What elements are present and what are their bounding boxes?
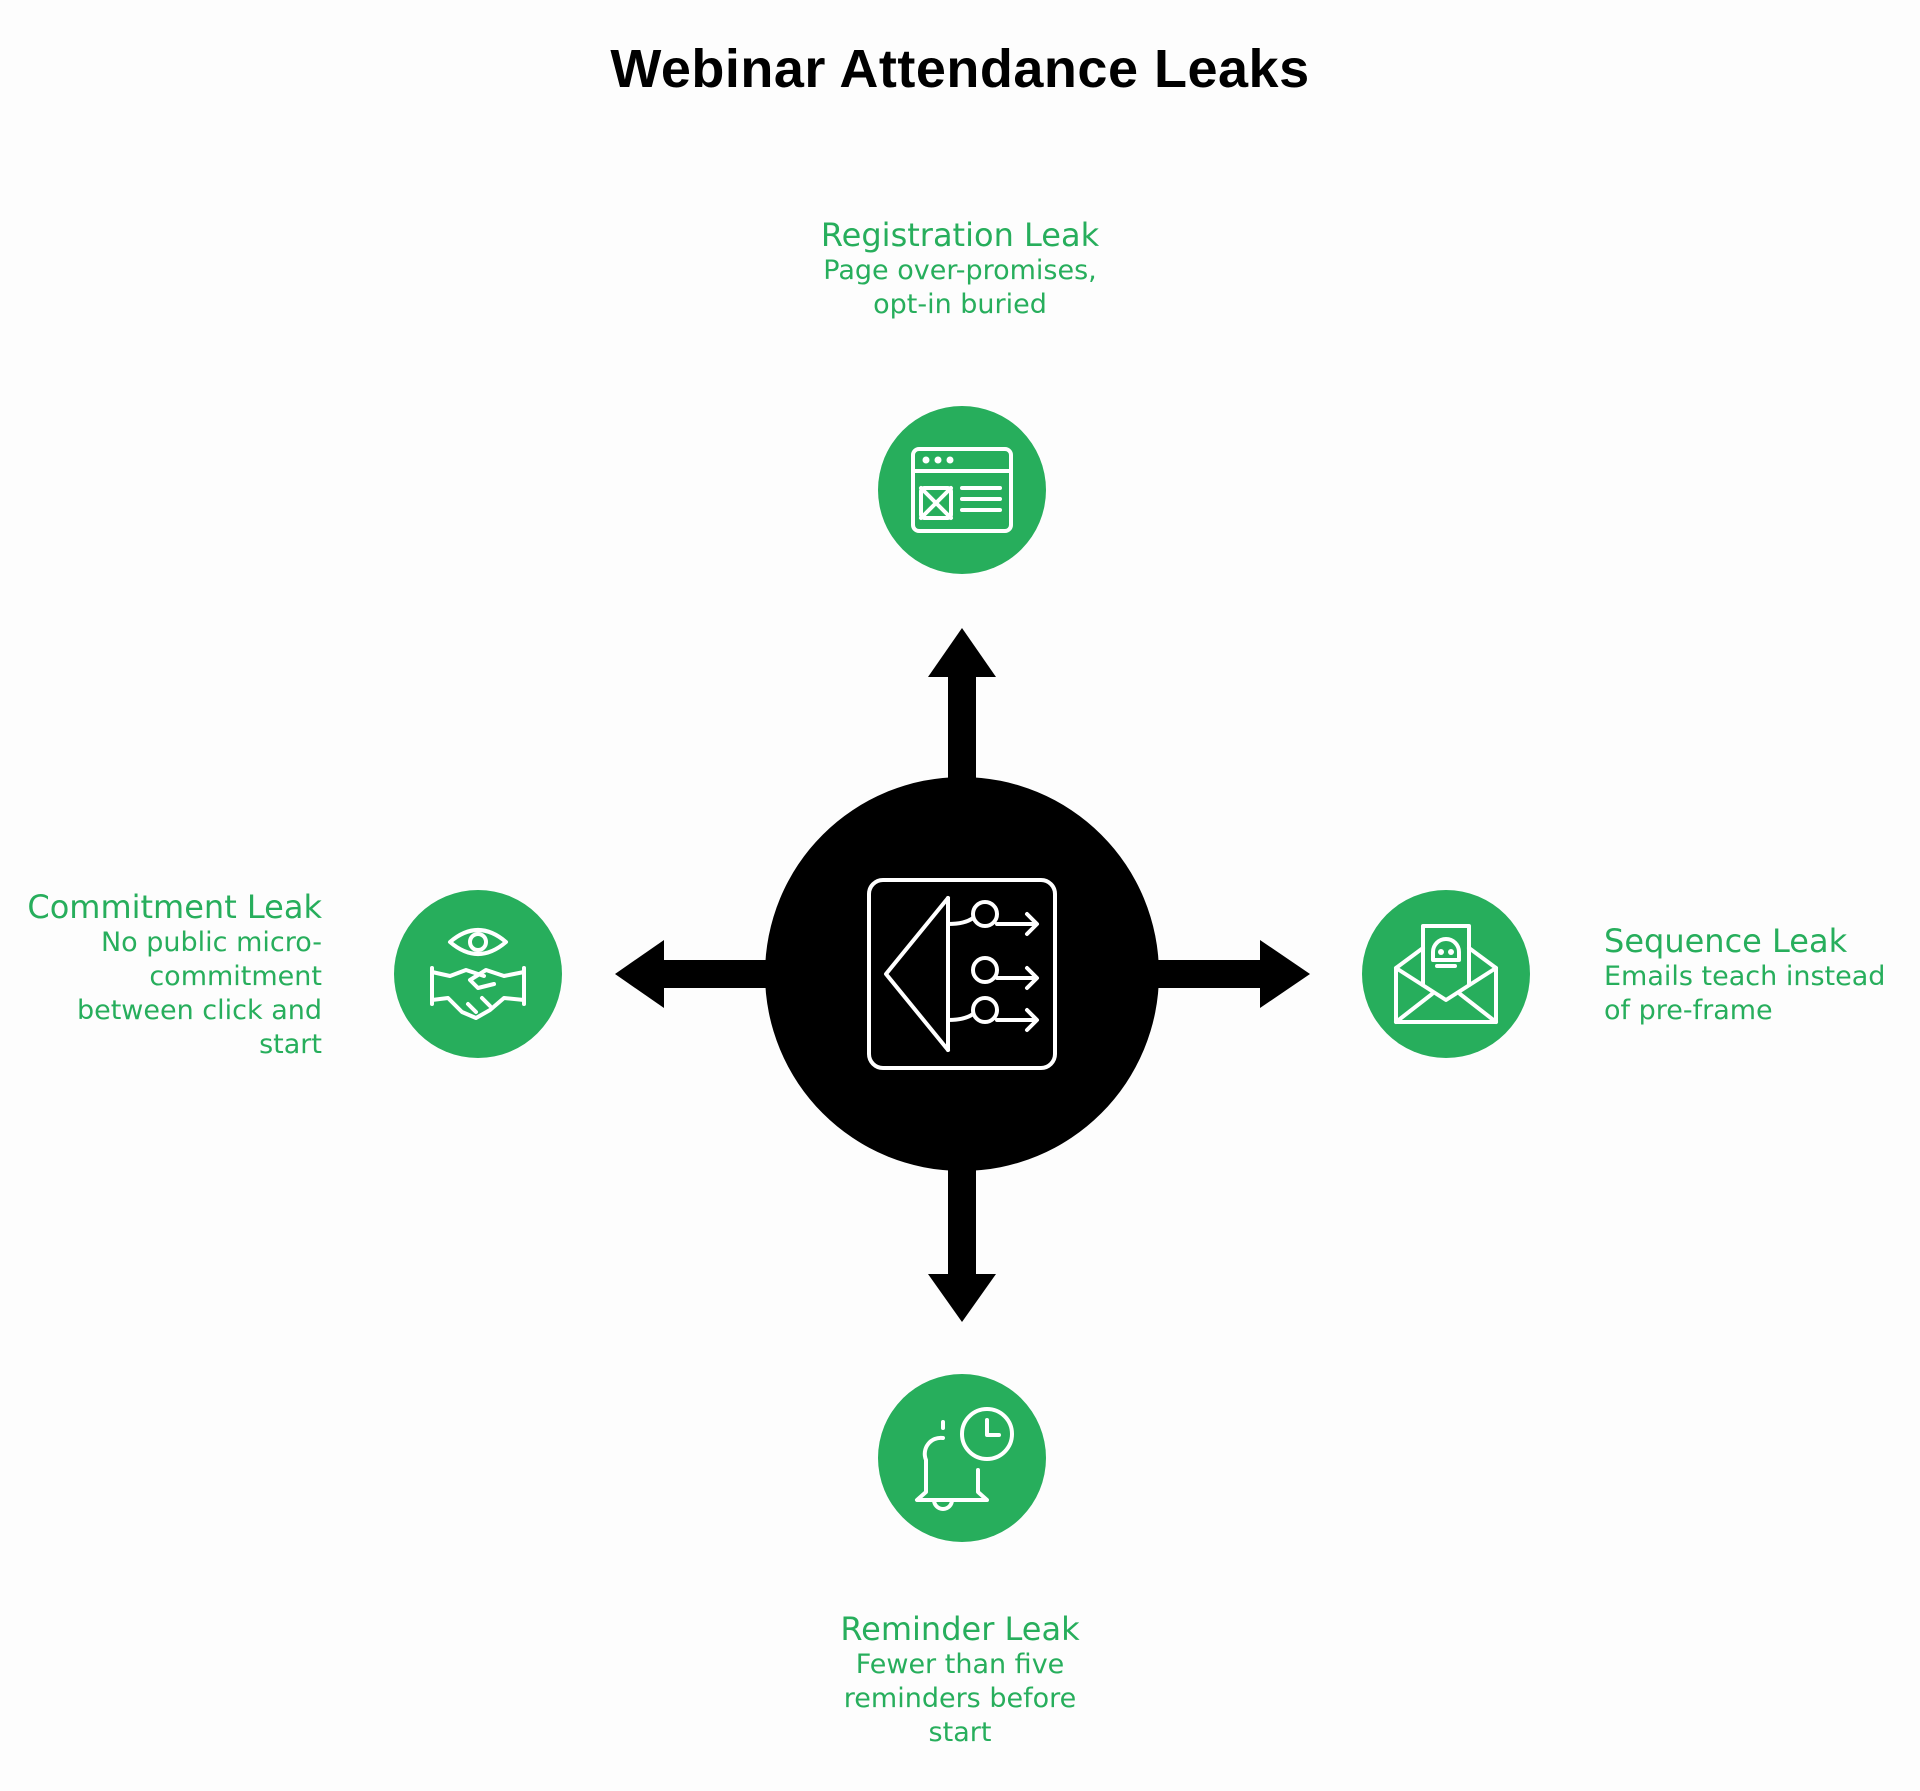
sequence-title: Sequence Leak xyxy=(1604,922,1848,960)
sequence-circle xyxy=(1362,890,1530,1058)
diagram-title: Webinar Attendance Leaks xyxy=(610,39,1310,99)
registration-label: Registration Leak Page over-promises, op… xyxy=(760,216,1160,322)
sequence-label: Sequence Leak Emails teach instead of pr… xyxy=(1604,922,1885,1028)
sequence-desc-line: of pre-frame xyxy=(1604,995,1773,1026)
eye-handshake-icon xyxy=(430,928,526,1020)
skull-eyes xyxy=(1438,949,1454,955)
funnel-split-arrows-icon xyxy=(867,878,1057,1070)
registration-title: Registration Leak xyxy=(820,216,1100,254)
arrow-right xyxy=(1150,940,1310,1008)
commitment-label: Commitment Leak No public micro- commitm… xyxy=(27,888,322,1062)
arrow-down xyxy=(928,1160,996,1322)
arrow-up xyxy=(928,628,996,785)
browser-dots xyxy=(922,456,954,464)
commitment-desc-line: between click and xyxy=(76,995,322,1026)
hub xyxy=(765,777,1159,1171)
reminder-label: Reminder Leak Fewer than five reminders … xyxy=(760,1610,1160,1750)
arrows xyxy=(615,628,1310,1322)
reminder-title: Reminder Leak xyxy=(840,1610,1080,1648)
reminder-desc-line: Fewer than five xyxy=(855,1649,1065,1680)
hub-circle xyxy=(765,777,1159,1171)
sequence-node xyxy=(1362,890,1530,1058)
bell-clock-icon xyxy=(915,1407,1014,1511)
reminder-desc-line: reminders before xyxy=(843,1683,1077,1714)
registration-desc-line: opt-in buried xyxy=(873,289,1047,320)
webpage-layout-icon xyxy=(911,447,1013,533)
registration-node xyxy=(878,406,1046,574)
commitment-desc-line: No public micro- xyxy=(100,927,322,958)
reminder-node xyxy=(878,1374,1046,1542)
registration-desc-line: Page over-promises, xyxy=(823,255,1097,286)
arrow-left xyxy=(615,940,785,1008)
reminder-circle xyxy=(878,1374,1046,1542)
sequence-desc-line: Emails teach instead xyxy=(1604,961,1886,992)
commitment-node xyxy=(394,890,562,1058)
reminder-desc-line: start xyxy=(928,1717,992,1748)
commitment-desc-line: start xyxy=(259,1029,322,1060)
commitment-title: Commitment Leak xyxy=(27,888,322,926)
envelope-skull-icon xyxy=(1394,924,1498,1024)
commitment-desc-line: commitment xyxy=(149,961,322,992)
